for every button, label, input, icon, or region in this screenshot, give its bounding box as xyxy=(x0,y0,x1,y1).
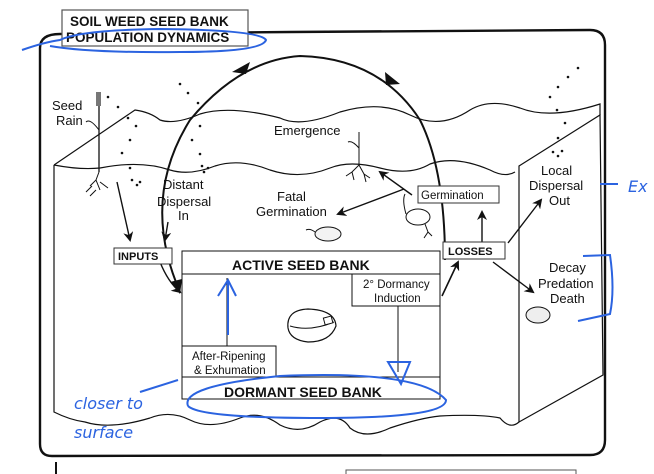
seed-dots xyxy=(106,66,580,187)
decay-bracket-annotation xyxy=(577,253,614,322)
fatal-germination-line-2: Germination xyxy=(256,204,327,219)
dormant-seed-bank-label: DORMANT SEED BANK xyxy=(224,384,382,400)
germination-to-fatal-arrow xyxy=(336,188,405,216)
losses-label: LOSSES xyxy=(448,246,493,258)
seed-bank-box xyxy=(181,250,441,400)
seed-rain-line-1: Seed xyxy=(52,98,82,113)
germination-label: Germination xyxy=(421,190,484,202)
dormancy-to-losses-arrow xyxy=(441,260,460,297)
emergence-seedling xyxy=(345,132,371,183)
germination-to-emergence-arrow xyxy=(378,170,413,196)
seed-rain-input-arrow xyxy=(116,181,134,242)
inputs-to-active-arrow xyxy=(159,261,182,294)
fatal-germination-line-1: Fatal xyxy=(277,189,306,204)
emergence-label: Emergence xyxy=(274,123,340,138)
title-circle-annotation xyxy=(21,27,268,54)
distant-dispersal-line-1: Distant xyxy=(163,177,204,192)
soil-right-face xyxy=(518,113,604,424)
dormant-circle-annotation xyxy=(186,374,448,420)
title-line-2: POPULATION DYNAMICS xyxy=(66,30,229,45)
title-line-1: SOIL WEED SEED BANK xyxy=(70,14,229,29)
seed-rain-plant xyxy=(85,92,109,197)
distant-dispersal-line-2: Dispersal xyxy=(157,194,211,209)
cycle-arrow-top-right xyxy=(385,72,400,85)
active-seed-bank-label: ACTIVE SEED BANK xyxy=(232,257,370,273)
losses-to-decay-arrow xyxy=(492,261,535,294)
fatal-germination-seed xyxy=(305,226,342,242)
after-ripening-line-2: & Exhumation xyxy=(194,365,266,377)
dormancy-induction-box xyxy=(351,273,441,307)
title-box xyxy=(61,9,249,47)
local-dispersal-line-3: Out xyxy=(549,193,570,208)
after-ripening-line-1: After-Ripening xyxy=(192,351,266,363)
losses-box xyxy=(442,241,506,260)
surface-annotation: surface xyxy=(74,423,133,442)
local-dispersal-line-2: Dispersal xyxy=(529,178,583,193)
handwritten-annotations xyxy=(21,27,618,420)
cycle-arc xyxy=(161,54,446,293)
distant-dispersal-arrow xyxy=(161,221,172,242)
dormancy-induction-line-1: 2° Dormancy xyxy=(363,279,430,291)
cycle-arrow-left xyxy=(232,62,250,74)
soil-surface-front xyxy=(53,160,516,176)
active-bank-seed xyxy=(287,308,337,343)
distant-dispersal-line-3: In xyxy=(178,208,189,223)
dormancy-triangle-annotation xyxy=(386,361,412,387)
local-dispersal-line-1: Local xyxy=(541,163,572,178)
closer-to-annotation: closer to xyxy=(74,394,143,413)
decay-line-1: Decay xyxy=(549,260,586,275)
closer-pointer-annotation xyxy=(139,379,179,393)
lower-box-fragment xyxy=(345,469,577,474)
decay-line-2: Predation xyxy=(538,276,594,291)
after-ripening-box xyxy=(181,345,277,378)
inputs-box xyxy=(113,247,173,265)
losses-to-local-dispersal-arrow xyxy=(507,198,543,244)
active-arrow-annotation xyxy=(217,277,237,335)
germinating-seed xyxy=(403,193,433,239)
seed-rain-line-2: Rain xyxy=(56,113,83,128)
soil-surface-back xyxy=(53,102,601,166)
decayed-seed xyxy=(525,306,551,324)
decay-line-3: Death xyxy=(550,291,585,306)
soil-left-face xyxy=(53,165,151,426)
right-edge-annotation: Ex xyxy=(628,177,648,196)
dormancy-induction-line-2: Induction xyxy=(374,293,421,305)
inputs-label: INPUTS xyxy=(118,251,158,263)
germination-box xyxy=(417,185,500,204)
